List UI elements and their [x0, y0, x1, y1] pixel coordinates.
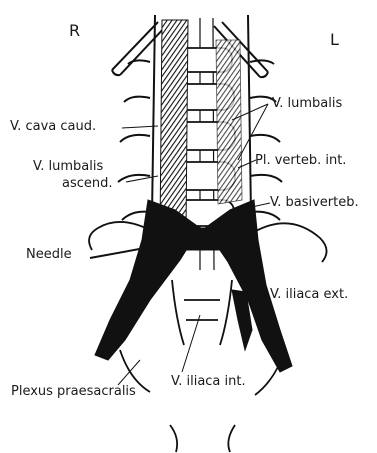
label-vena-cava-caudalis: V. cava caud. — [10, 120, 96, 134]
label-vena-lumbalis-ascend-1: V. lumbalis — [33, 160, 103, 174]
label-vena-lumbalis-ascend-2: ascend. — [62, 177, 113, 191]
label-plexus-praesacralis: Plexus praesacralis — [11, 385, 136, 399]
orientation-right-label: R — [69, 24, 80, 38]
iliac-veins — [95, 200, 292, 372]
label-plexus-vertebralis-internus: Pl. verteb. int. — [255, 154, 346, 168]
label-needle: Needle — [26, 248, 72, 262]
label-vena-basivertebralis: V. basiverteb. — [270, 196, 359, 210]
label-vena-iliaca-interna: V. iliaca int. — [171, 375, 246, 389]
orientation-left-label: L — [330, 33, 339, 47]
label-vena-iliaca-externa: V. iliaca ext. — [270, 288, 348, 302]
label-vena-lumbalis: V. lumbalis — [272, 97, 342, 111]
